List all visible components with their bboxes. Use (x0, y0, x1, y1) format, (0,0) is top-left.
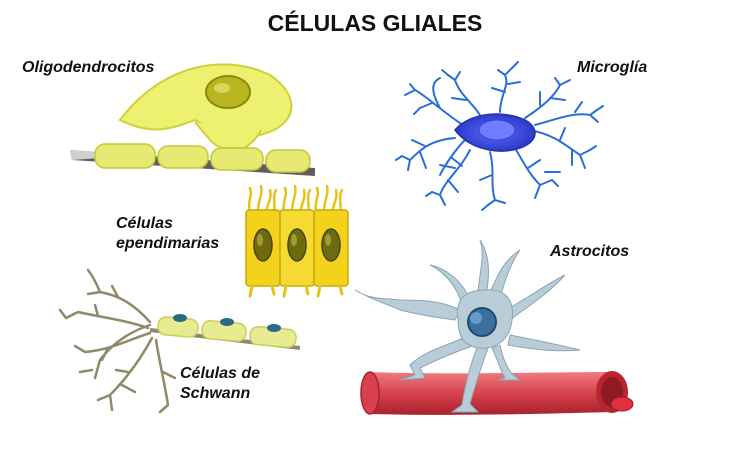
label-ependimarias: Células ependimarias (116, 214, 219, 254)
microglia-body (454, 113, 536, 152)
label-oligodendrocitos-text: Oligodendrocitos (22, 59, 155, 76)
label-microglia-text: Microglía (577, 59, 648, 76)
diagram-title: CÉLULAS GLIALES (267, 10, 483, 36)
label-schwann: Células de Schwann (180, 364, 260, 404)
schwann-neuron-illustration (58, 268, 177, 414)
astrocyte-nucleus (467, 307, 497, 337)
microglia-illustration (395, 61, 604, 211)
blood-vessel-illustration (360, 371, 634, 415)
label-astrocitos-text: Astrocitos (550, 243, 630, 260)
ependymal-cells-illustration (245, 184, 349, 298)
label-oligodendrocitos: Oligodendrocitos (22, 58, 154, 78)
label-microglia: Microglía (577, 58, 647, 78)
oligodendrocyte-illustration (70, 63, 315, 176)
label-ependimarias-line1: Células (116, 215, 173, 232)
label-schwann-line1: Células de (180, 365, 261, 382)
label-schwann-line2: Schwann (180, 385, 251, 402)
schwann-cells (149, 314, 301, 350)
astrocyte-illustration (354, 239, 581, 413)
label-astrocitos: Astrocitos (550, 242, 629, 262)
label-ependimarias-line2: ependimarias (116, 235, 220, 252)
